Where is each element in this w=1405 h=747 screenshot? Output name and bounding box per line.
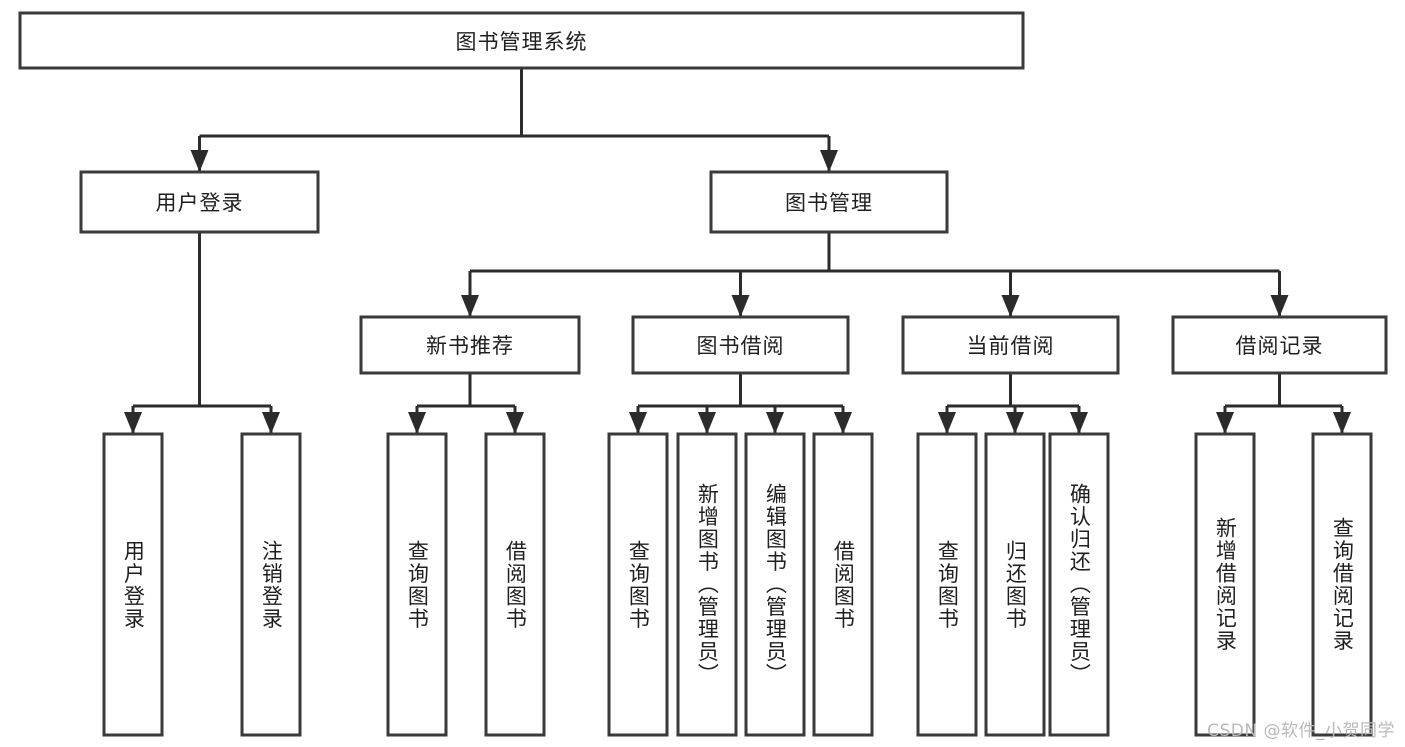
node-box-leaf-query-book-3[interactable] <box>916 432 978 737</box>
node-box-root[interactable] <box>18 11 1025 70</box>
arrow-head-icon <box>1001 295 1020 317</box>
arrow-head-icon <box>834 412 852 434</box>
node-box-leaf-edit-book[interactable] <box>744 432 806 737</box>
node-box-leaf-query-book-1[interactable] <box>386 432 448 737</box>
arrow-head-icon <box>461 295 479 317</box>
node-box-leaf-user-login[interactable] <box>102 432 164 737</box>
arrow-head-icon <box>408 412 426 434</box>
arrow-head-icon <box>124 412 142 434</box>
arrow-head-icon <box>1070 412 1088 434</box>
arrow-head-icon <box>506 412 524 434</box>
node-box-leaf-return-book[interactable] <box>984 432 1046 737</box>
arrow-head-icon <box>190 150 209 172</box>
arrow-head-icon <box>629 412 647 434</box>
node-box-leaf-query-book-2[interactable] <box>607 432 669 737</box>
node-box-leaf-borrow-book-2[interactable] <box>812 432 874 737</box>
node-box-leaf-logout[interactable] <box>240 432 302 737</box>
arrow-head-icon <box>698 412 716 434</box>
node-box-leaf-borrow-book-1[interactable] <box>484 432 546 737</box>
arrow-head-icon <box>938 412 956 434</box>
node-box-new-book-rec[interactable] <box>359 315 581 375</box>
node-box-leaf-confirm-return[interactable] <box>1048 432 1110 737</box>
node-box-borrow-record[interactable] <box>1171 315 1388 375</box>
node-box-leaf-query-record[interactable] <box>1311 432 1373 737</box>
arrow-head-icon <box>1006 412 1024 434</box>
arrow-head-icon <box>731 295 750 317</box>
node-box-book-borrow[interactable] <box>631 315 850 375</box>
node-box-leaf-add-record[interactable] <box>1194 432 1256 737</box>
arrow-head-icon <box>1216 412 1234 434</box>
node-box-user-login[interactable] <box>79 170 320 234</box>
arrow-head-icon <box>820 150 838 172</box>
node-box-book-manage[interactable] <box>709 170 949 234</box>
node-box-leaf-add-book[interactable] <box>676 432 738 737</box>
arrow-head-icon <box>1270 295 1289 317</box>
arrow-head-icon <box>766 412 784 434</box>
arrow-head-icon <box>1333 412 1351 434</box>
connectors-layer <box>124 68 1351 434</box>
arrow-head-icon <box>262 412 280 434</box>
node-box-current-borrow[interactable] <box>901 315 1120 375</box>
node-boxes-layer <box>18 11 1388 737</box>
